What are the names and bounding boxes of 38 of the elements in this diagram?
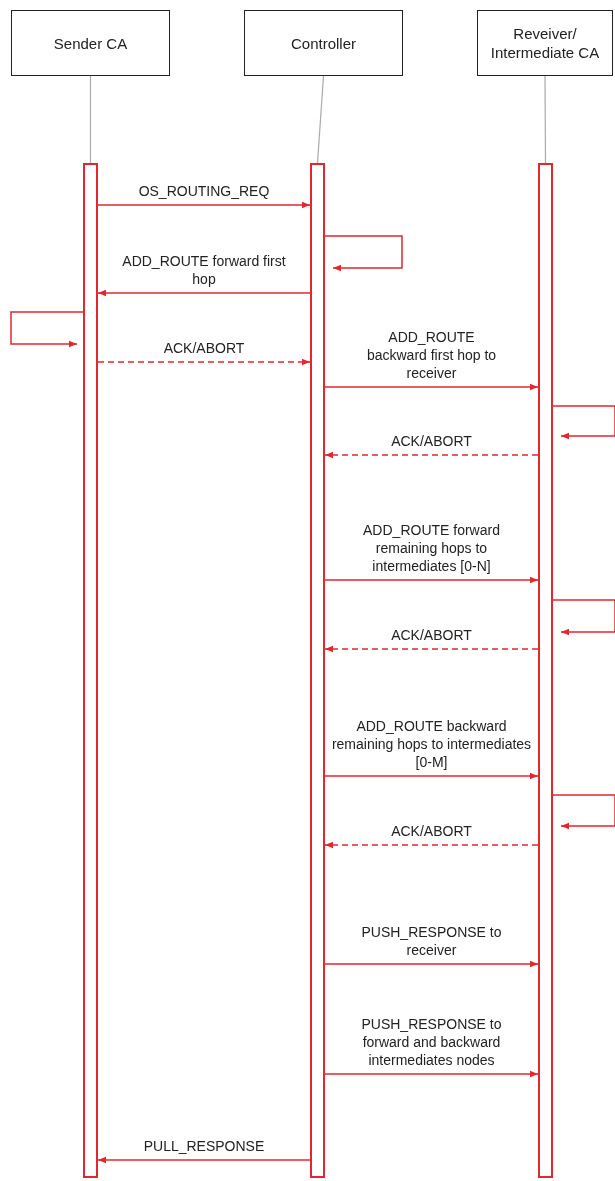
edge-label: ADD_ROUTE forward remaining hops to intermediates [0-N]: [362, 521, 501, 575]
message-arrow: [97, 289, 311, 297]
edge-label: PUSH_RESPONSE to forward and backward intermediates nodes: [360, 1015, 503, 1069]
self-message-arrow: [552, 599, 615, 636]
participant-box: Controller: [244, 10, 403, 76]
message-arrow: [324, 383, 539, 391]
activation-bar: [83, 163, 98, 1178]
lifeline: [544, 75, 547, 164]
message-arrow: [324, 841, 539, 849]
participant-box: Sender CA: [11, 10, 170, 76]
message-arrow: [97, 358, 311, 366]
lifeline: [89, 75, 92, 164]
edge-label: ADD_ROUTE backward remaining hops to intermediates [0-M]: [330, 717, 533, 771]
activation-bar: [310, 163, 325, 1178]
message-arrow: [324, 576, 539, 584]
message-arrow: [324, 451, 539, 459]
message-arrow: [324, 1070, 539, 1078]
edge-label: ACK/ABORT: [391, 626, 472, 644]
edge-label: ADD_ROUTE backward first hop to receiver: [365, 328, 498, 382]
participant-box: Reveiver/ Intermediate CA: [477, 10, 613, 76]
message-arrow: [97, 201, 311, 209]
message-arrow: [324, 772, 539, 780]
self-message-arrow: [552, 405, 615, 440]
self-message-arrow: [324, 235, 403, 272]
message-arrow: [97, 1156, 311, 1164]
edge-label: ACK/ABORT: [391, 432, 472, 450]
edge-label: ACK/ABORT: [391, 822, 472, 840]
lifeline: [316, 75, 325, 164]
edge-label: PULL_RESPONSE: [143, 1137, 265, 1155]
edge-label: OS_ROUTING_REQ: [138, 182, 270, 200]
message-arrow: [324, 645, 539, 653]
edge-label: ADD_ROUTE forward first hop: [121, 252, 287, 288]
self-message-arrow: [552, 794, 615, 830]
self-message-arrow: [10, 311, 84, 348]
activation-bar: [538, 163, 553, 1178]
edge-label: ACK/ABORT: [163, 339, 245, 357]
edge-label: PUSH_RESPONSE to receiver: [360, 923, 503, 959]
message-arrow: [324, 960, 539, 968]
